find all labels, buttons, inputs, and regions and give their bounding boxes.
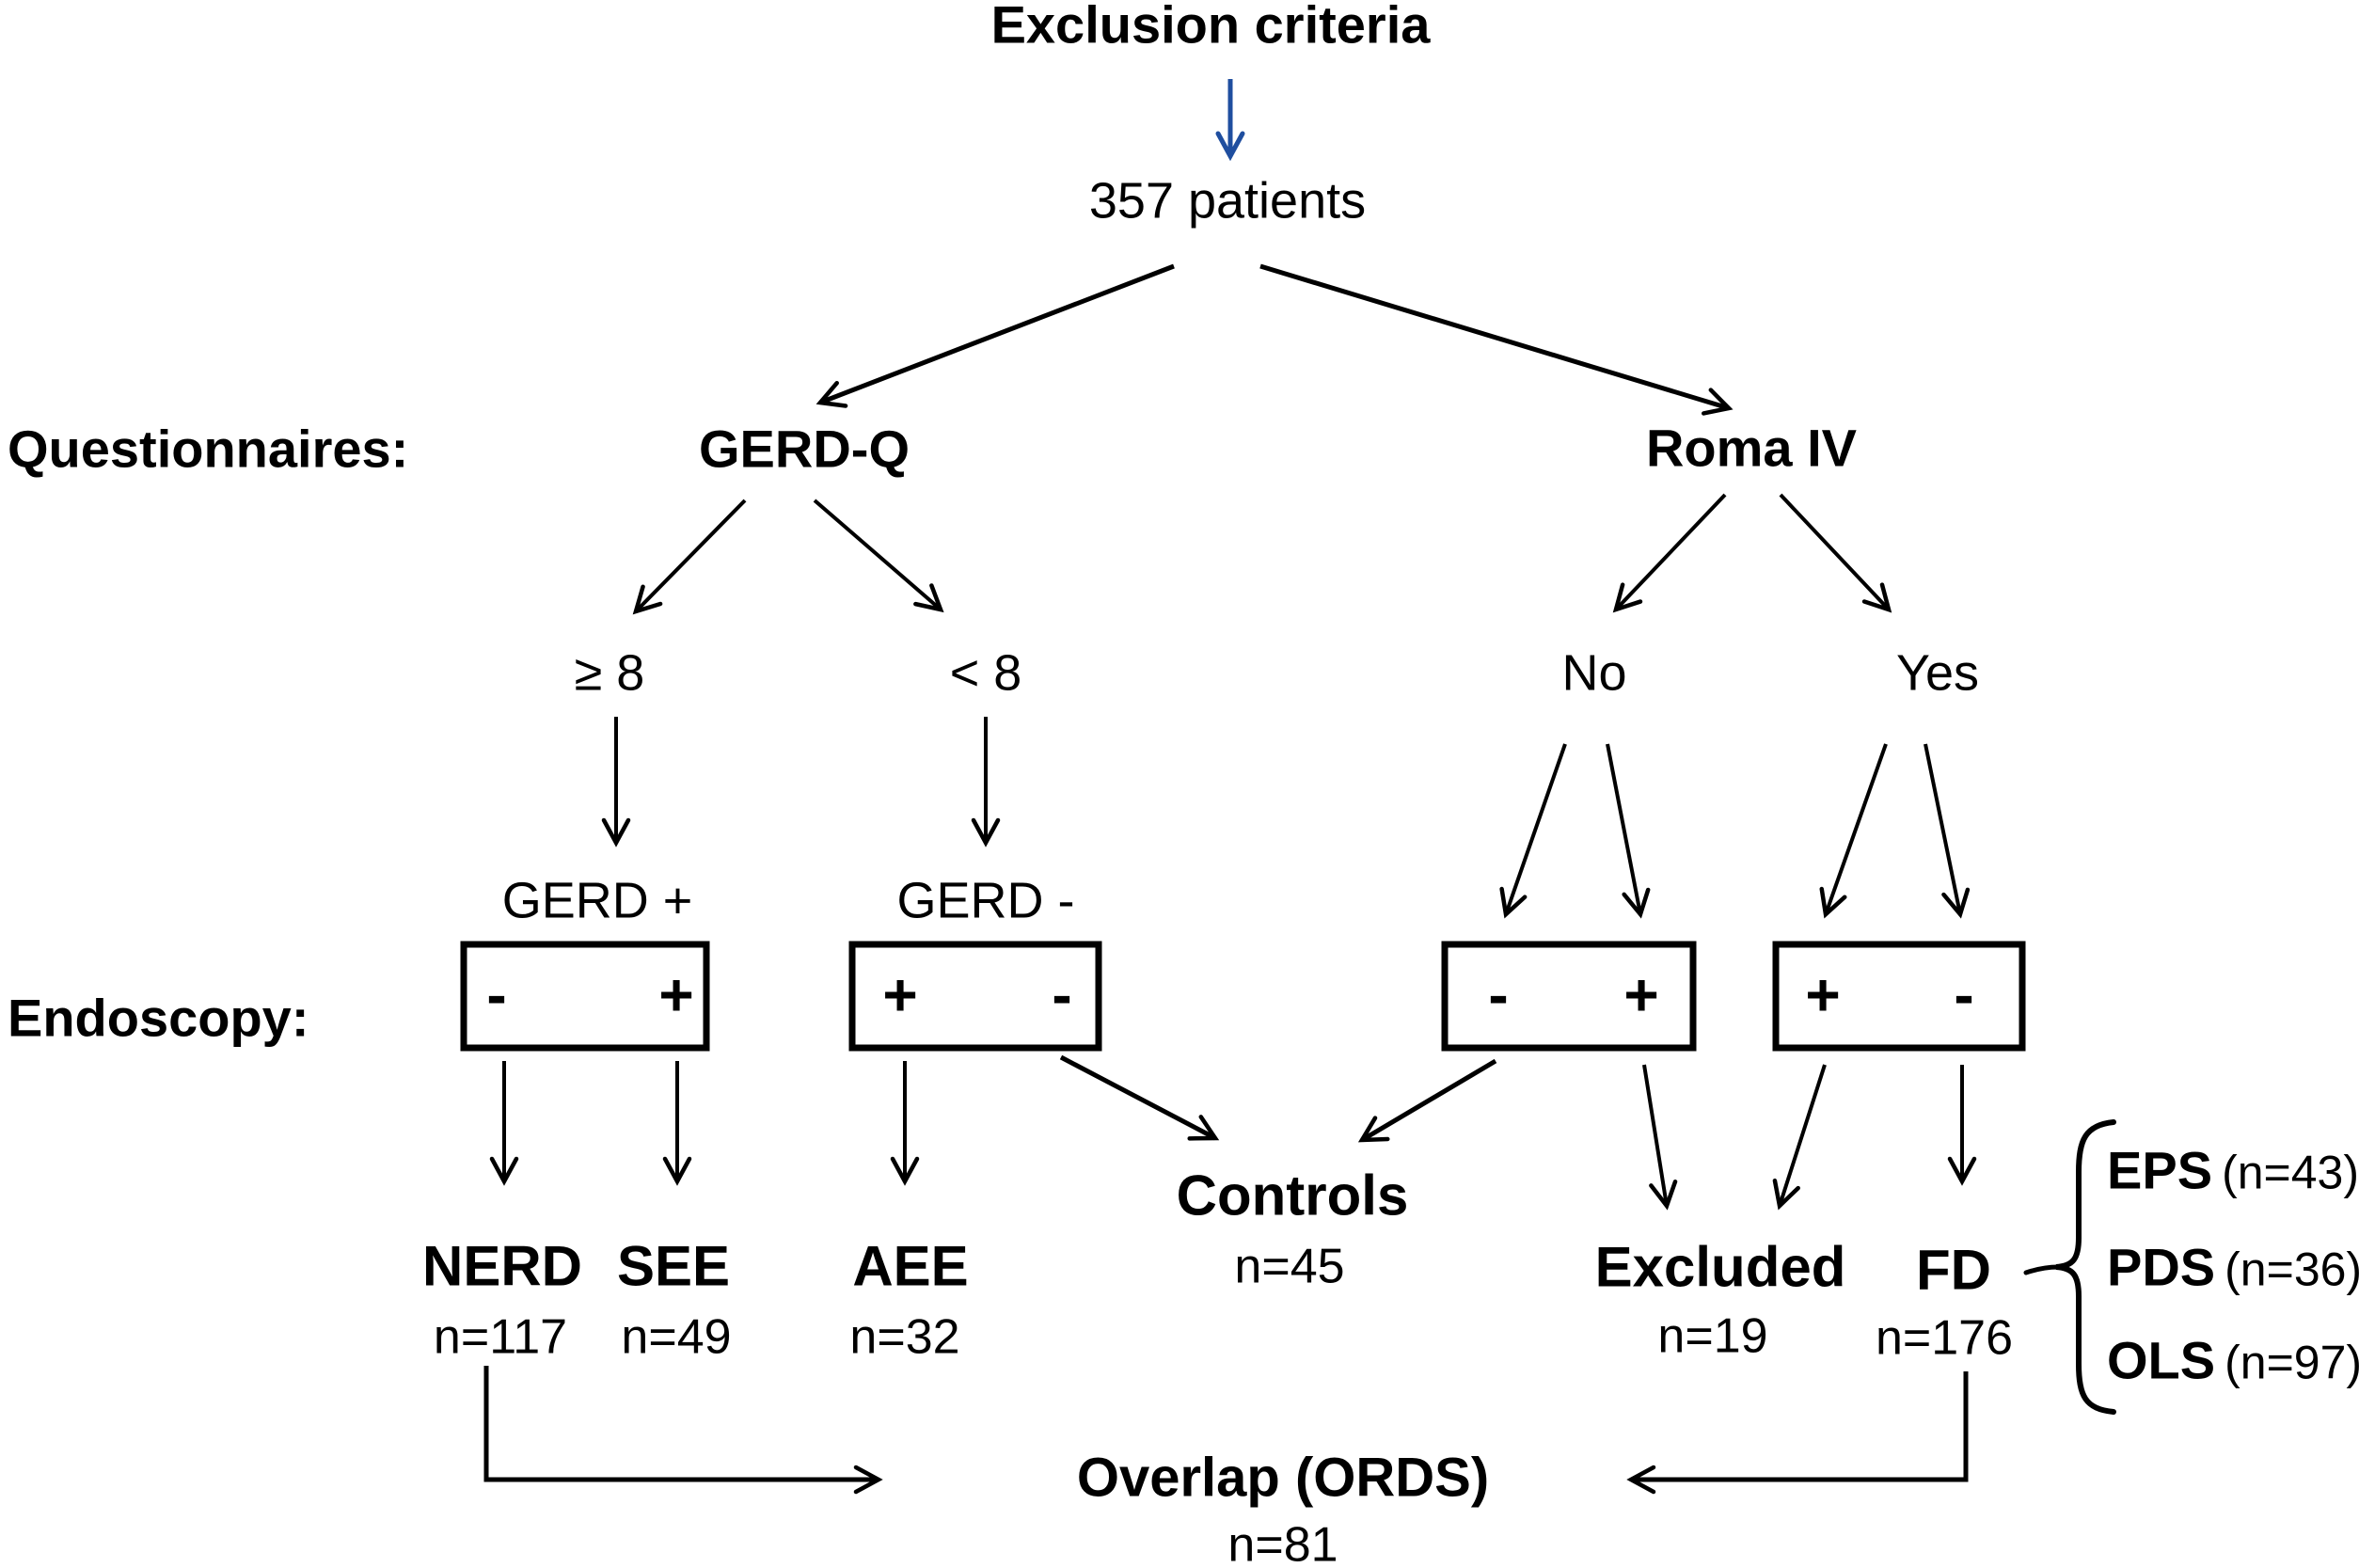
elbow-fd-to-overlap bbox=[1626, 1371, 1969, 1495]
patients-count-node: 357 patients bbox=[1088, 172, 1367, 230]
endoscopy-box-roma-no bbox=[1441, 941, 1697, 1052]
gerd-negative-label: GERD - bbox=[896, 872, 1075, 929]
endoscopy-positive-sign: + bbox=[1623, 960, 1659, 1029]
branch-arrows-criteria bbox=[632, 493, 1892, 615]
endoscopy-positive-sign: + bbox=[882, 960, 918, 1029]
fd-subtypes-brace bbox=[2023, 1119, 2116, 1415]
gerdq-node: GERD-Q bbox=[699, 419, 910, 479]
endoscopy-negative-sign: - bbox=[1052, 960, 1072, 1029]
arrow-roma-to-no bbox=[1612, 493, 1727, 613]
arrow-yes-to-box-left bbox=[1819, 743, 1888, 919]
outcome-controls-count: n=45 bbox=[1234, 1239, 1345, 1294]
endoscopy-positive-sign: + bbox=[658, 960, 694, 1029]
arrow-no-to-box-left bbox=[1499, 743, 1567, 919]
fd-brace-connector bbox=[2023, 1264, 2061, 1275]
arrow-roma-no-to-excluded bbox=[1642, 1064, 1678, 1211]
outcome-see-count: n=49 bbox=[621, 1309, 732, 1365]
gerdq-score-high-node: ≥ 8 bbox=[574, 644, 645, 702]
endoscopy-box-gerd-negative bbox=[848, 941, 1102, 1052]
outcome-aee-label: AEE bbox=[852, 1234, 969, 1298]
outcome-controls-label: Controls bbox=[1176, 1164, 1409, 1227]
roma-yes-node: Yes bbox=[1895, 644, 1980, 702]
roma-iv-node: Roma IV bbox=[1645, 418, 1858, 478]
endoscopy-box-gerd-positive bbox=[460, 941, 710, 1052]
fd-subtype-eps: EPS(n=43) bbox=[2107, 1140, 2359, 1200]
fd-subtype-pds-label: PDS bbox=[2107, 1237, 2216, 1297]
endoscopy-box-roma-yes bbox=[1772, 941, 2026, 1052]
endoscopy-row-label: Endoscopy: bbox=[8, 988, 309, 1048]
endoscopy-negative-sign: - bbox=[486, 960, 507, 1029]
endoscopy-positive-sign: + bbox=[1805, 960, 1841, 1029]
arrow-patients-to-roma bbox=[1259, 263, 1734, 416]
outcome-fd-label: FD bbox=[1916, 1238, 1991, 1302]
fd-subtype-ols-label: OLS bbox=[2107, 1330, 2216, 1390]
overlap-ords-count: n=81 bbox=[1227, 1517, 1338, 1568]
fd-subtype-pds: PDS(n=36) bbox=[2107, 1237, 2359, 1297]
fd-subtype-eps-count: (n=43) bbox=[2222, 1146, 2359, 1199]
outcome-nerd-label: NERD bbox=[421, 1234, 583, 1298]
arrow-gerdq-to-low bbox=[813, 499, 944, 613]
roma-no-node: No bbox=[1561, 644, 1627, 702]
outcome-aee-count: n=32 bbox=[849, 1309, 960, 1365]
endoscopy-boxes bbox=[460, 941, 2026, 1052]
arrow-no-to-box-right bbox=[1606, 743, 1651, 919]
outcome-excluded-label: Excluded bbox=[1594, 1235, 1846, 1299]
arrows-to-outcomes bbox=[489, 1054, 1977, 1211]
fd-subtype-ols: OLS(n=97) bbox=[2107, 1330, 2359, 1390]
arrow-roma-no-to-controls bbox=[1357, 1058, 1497, 1143]
arrows-to-overlap bbox=[483, 1366, 1969, 1495]
outcome-fd-count: n=176 bbox=[1875, 1310, 2014, 1366]
outcome-excluded-count: n=19 bbox=[1657, 1308, 1768, 1364]
overlap-ords-label: Overlap (ORDS) bbox=[1076, 1447, 1490, 1509]
fd-subtype-eps-label: EPS bbox=[2107, 1140, 2213, 1200]
arrow-patients-to-gerdq bbox=[815, 263, 1175, 408]
arrow-gerdq-to-high bbox=[632, 499, 747, 615]
gerdq-score-low-node: < 8 bbox=[949, 644, 1022, 702]
gerd-positive-label: GERD + bbox=[501, 872, 693, 929]
arrow-roma-to-yes bbox=[1779, 493, 1892, 613]
exclusion-criteria-title: Exclusion criteria bbox=[990, 0, 1431, 55]
endoscopy-negative-sign: - bbox=[1954, 960, 1974, 1029]
fd-brace bbox=[2055, 1119, 2116, 1415]
arrow-roma-yes-to-excluded bbox=[1772, 1064, 1827, 1211]
arrows-to-endoscopy bbox=[601, 717, 1971, 919]
arrow-yes-to-box-right bbox=[1924, 743, 1971, 919]
outcome-see-label: SEE bbox=[616, 1234, 731, 1298]
endoscopy-negative-sign: - bbox=[1488, 960, 1509, 1029]
outcome-nerd-count: n=117 bbox=[433, 1309, 568, 1365]
questionnaires-row-label: Questionnaires: bbox=[8, 419, 409, 479]
fd-subtype-ols-count: (n=97) bbox=[2224, 1336, 2359, 1389]
arrow-gerd-negative-to-controls bbox=[1059, 1054, 1220, 1141]
fd-subtype-pds-count: (n=36) bbox=[2224, 1243, 2359, 1296]
branch-arrows-questionnaires bbox=[815, 263, 1734, 416]
elbow-nerd-to-overlap bbox=[483, 1366, 883, 1495]
